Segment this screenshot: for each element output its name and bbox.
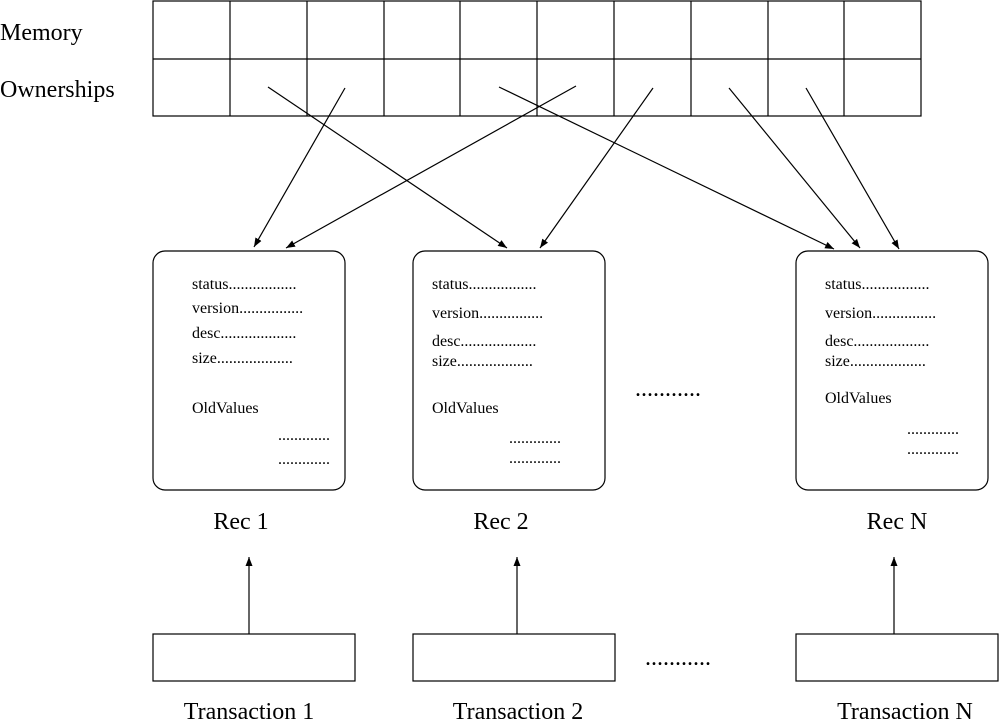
transaction-label: Transaction 2: [453, 699, 583, 722]
ownerships-label: Ownerships: [0, 77, 115, 103]
record-field-version: version................: [432, 305, 543, 322]
transaction-label: Transaction 1: [184, 699, 314, 722]
memory-label: Memory: [0, 20, 83, 46]
transaction-arrows: [245, 557, 898, 634]
record-field-status: status.................: [825, 276, 929, 293]
ownership-arrow: [539, 87, 654, 249]
record-oldvalue: .............: [907, 421, 959, 438]
ownership-arrow: [498, 86, 835, 250]
record-oldvalue: .............: [278, 427, 330, 444]
ownership-arrow: [253, 87, 346, 248]
ownership-arrow: [267, 86, 508, 249]
record-oldvalues-label: OldValues: [825, 390, 892, 407]
ownership-arrow: [728, 87, 861, 249]
record-field-desc: desc...................: [825, 333, 929, 350]
transactions-ellipsis: ...........: [645, 645, 711, 671]
record-box: status................. version.........…: [412, 250, 606, 491]
record-oldvalues-label: OldValues: [432, 400, 499, 417]
record-field-version: version................: [192, 300, 303, 317]
records-ellipsis: ...........: [635, 376, 701, 402]
record-field-desc: desc...................: [432, 333, 536, 350]
record-field-version: version................: [825, 305, 936, 322]
record-oldvalue: .............: [509, 430, 561, 447]
transaction-box: [152, 633, 356, 682]
record-title: Rec 1: [213, 509, 268, 535]
ownership-arrows: [253, 85, 900, 250]
transaction-label: Transaction N: [837, 699, 973, 722]
record-field-status: status.................: [432, 276, 536, 293]
record-oldvalue: .............: [278, 451, 330, 468]
record-oldvalue: .............: [907, 441, 959, 458]
ownership-arrow: [285, 85, 577, 249]
transaction-box: [795, 633, 999, 682]
record-oldvalues-label: OldValues: [192, 400, 259, 417]
memory-ownership-grid: [152, 0, 922, 117]
ownership-arrow: [805, 87, 900, 250]
record-box: status................. version.........…: [152, 250, 346, 491]
record-field-size: size...................: [192, 350, 293, 367]
transaction-box: [412, 633, 616, 682]
record-box: status................. version.........…: [795, 250, 989, 491]
record-field-size: size...................: [432, 353, 533, 370]
record-field-size: size...................: [825, 353, 926, 370]
record-oldvalue: .............: [509, 450, 561, 467]
record-field-desc: desc...................: [192, 325, 296, 342]
record-field-status: status.................: [192, 276, 296, 293]
record-title: Rec 2: [473, 509, 528, 535]
record-title: Rec N: [867, 509, 928, 535]
